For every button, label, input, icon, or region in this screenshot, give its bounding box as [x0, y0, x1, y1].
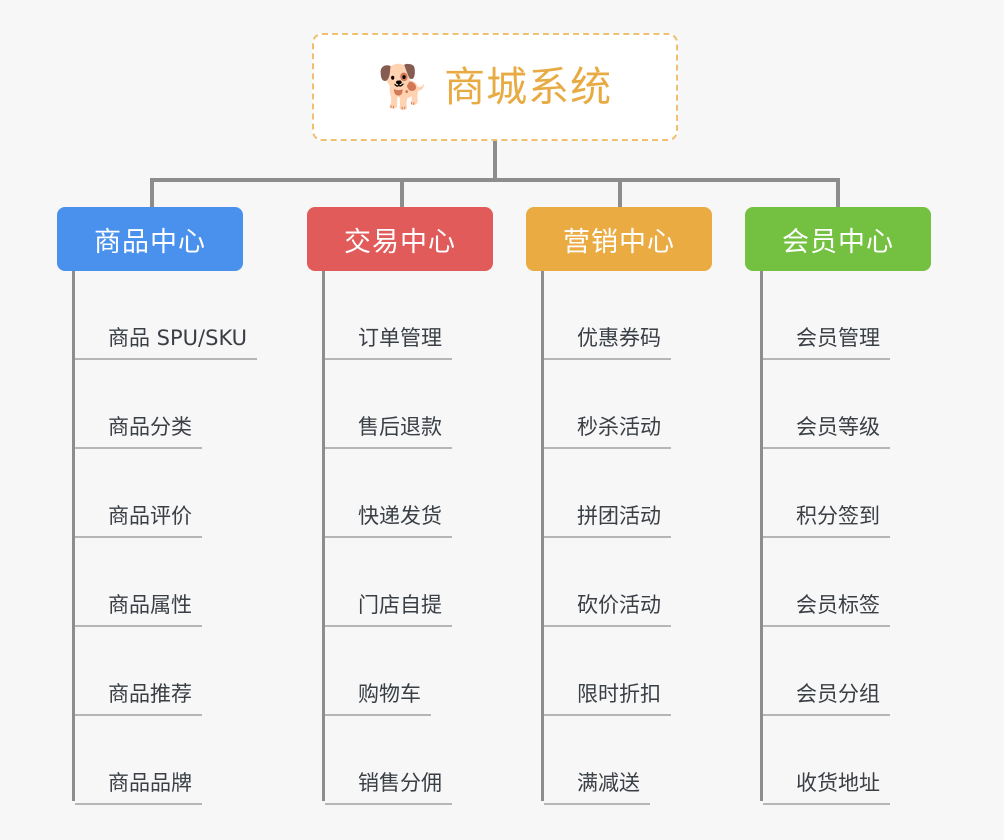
leaf-label: 会员等级: [763, 417, 890, 449]
shiba-inu-icon: 🐕: [377, 62, 431, 111]
category-label: 交易中心: [344, 226, 456, 258]
connector-drop-4: [836, 178, 840, 208]
leaf-label: 砍价活动: [544, 595, 671, 627]
leaf-label: 销售分佣: [325, 773, 452, 805]
connector-root-stem: [493, 141, 497, 180]
connector-horizontal-bus: [150, 178, 840, 182]
connector-drop-1: [150, 178, 154, 208]
leaf-item[interactable]: 拼团活动: [544, 449, 671, 538]
category-label: 营销中心: [563, 226, 675, 258]
leaf-label: 售后退款: [325, 417, 452, 449]
leaf-label: 购物车: [325, 684, 431, 716]
category-box-member-center[interactable]: 会员中心: [745, 207, 931, 271]
leaf-item[interactable]: 积分签到: [763, 449, 890, 538]
leaf-column-product-center: 商品 SPU/SKU 商品分类 商品评价 商品属性 商品推荐 商品品牌: [72, 271, 258, 805]
category-box-marketing-center[interactable]: 营销中心: [526, 207, 712, 271]
leaf-item[interactable]: 会员管理: [763, 271, 890, 360]
leaf-label: 秒杀活动: [544, 417, 671, 449]
category-label: 商品中心: [94, 226, 206, 258]
leaf-item[interactable]: 售后退款: [325, 360, 452, 449]
connector-trunk-1: [72, 271, 75, 801]
leaf-label: 会员分组: [763, 684, 890, 716]
leaf-item[interactable]: 商品评价: [75, 449, 257, 538]
leaf-label: 积分签到: [763, 506, 890, 538]
root-node-title: 商城系统: [444, 62, 613, 111]
category-box-trade-center[interactable]: 交易中心: [307, 207, 493, 271]
leaf-item[interactable]: 满减送: [544, 716, 671, 805]
connector-drop-3: [618, 178, 622, 208]
leaf-label: 商品属性: [75, 595, 202, 627]
leaf-item[interactable]: 优惠券码: [544, 271, 671, 360]
connector-trunk-2: [322, 271, 325, 801]
leaf-item[interactable]: 限时折扣: [544, 627, 671, 716]
leaf-label: 满减送: [544, 773, 650, 805]
connector-drop-2: [400, 178, 404, 208]
category-box-product-center[interactable]: 商品中心: [57, 207, 243, 271]
leaf-item[interactable]: 商品品牌: [75, 716, 257, 805]
leaf-label: 商品推荐: [75, 684, 202, 716]
leaf-item[interactable]: 砍价活动: [544, 538, 671, 627]
leaf-item[interactable]: 商品分类: [75, 360, 257, 449]
leaf-item[interactable]: 快递发货: [325, 449, 452, 538]
leaf-item[interactable]: 购物车: [325, 627, 452, 716]
connector-trunk-4: [760, 271, 763, 801]
leaf-item[interactable]: 商品 SPU/SKU: [75, 271, 258, 360]
leaf-item[interactable]: 会员分组: [763, 627, 890, 716]
leaf-label: 门店自提: [325, 595, 452, 627]
leaf-item[interactable]: 销售分佣: [325, 716, 452, 805]
leaf-item[interactable]: 会员等级: [763, 360, 890, 449]
leaf-label: 拼团活动: [544, 506, 671, 538]
leaf-item[interactable]: 商品推荐: [75, 627, 257, 716]
category-label: 会员中心: [782, 226, 894, 258]
leaf-column-trade-center: 订单管理 售后退款 快递发货 门店自提 购物车 销售分佣: [322, 271, 452, 805]
leaf-label: 商品 SPU/SKU: [75, 328, 258, 360]
leaf-label: 收货地址: [763, 773, 890, 805]
leaf-label: 会员标签: [763, 595, 890, 627]
leaf-label: 会员管理: [763, 328, 890, 360]
root-node-mall-system[interactable]: 🐕 商城系统: [312, 33, 678, 141]
leaf-item[interactable]: 会员标签: [763, 538, 890, 627]
leaf-item[interactable]: 订单管理: [325, 271, 452, 360]
leaf-column-marketing-center: 优惠券码 秒杀活动 拼团活动 砍价活动 限时折扣 满减送: [541, 271, 671, 805]
leaf-label: 商品分类: [75, 417, 202, 449]
leaf-label: 商品品牌: [75, 773, 202, 805]
leaf-item[interactable]: 商品属性: [75, 538, 257, 627]
leaf-column-member-center: 会员管理 会员等级 积分签到 会员标签 会员分组 收货地址: [760, 271, 890, 805]
leaf-label: 快递发货: [325, 506, 452, 538]
leaf-label: 限时折扣: [544, 684, 671, 716]
leaf-label: 订单管理: [325, 328, 452, 360]
leaf-label: 商品评价: [75, 506, 202, 538]
leaf-item[interactable]: 门店自提: [325, 538, 452, 627]
leaf-item[interactable]: 收货地址: [763, 716, 890, 805]
leaf-label: 优惠券码: [544, 328, 671, 360]
leaf-item[interactable]: 秒杀活动: [544, 360, 671, 449]
connector-trunk-3: [541, 271, 544, 801]
